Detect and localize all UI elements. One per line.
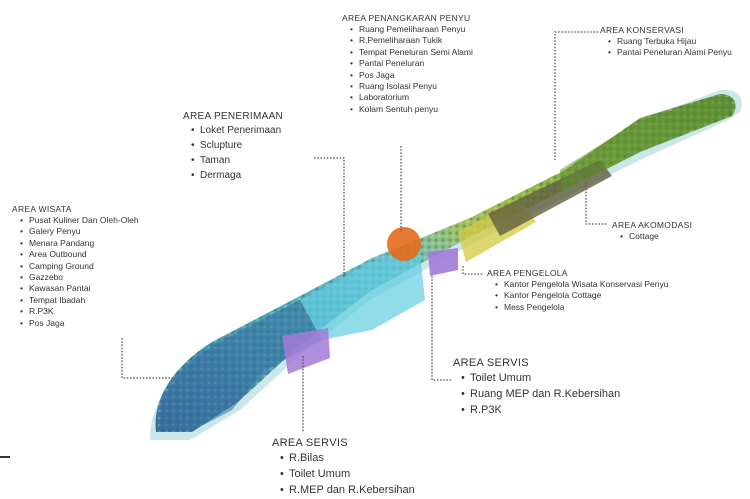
corner-mark [0,456,10,458]
list-item: Taman [191,153,283,168]
area-servis-right-legend: AREA SERVIS Toilet Umum Ruang MEP dan R.… [453,356,620,419]
list-item: Ruang Pemeliharaan Penyu [350,24,508,35]
zone-servis-right [428,248,458,276]
area-penangkaran-title: AREA PENANGKARAN PENYU [342,13,508,24]
list-item: Kantor Pengelola Wisata Konservasi Penyu [495,279,668,290]
leader-wisata [122,338,175,378]
list-item: Pos Jaga [350,70,508,81]
leader-penerimaan [314,158,344,278]
zone-konservasi [560,96,732,192]
area-akomodasi-title: AREA AKOMODASI [612,220,692,231]
list-item: R.P3K [461,402,620,418]
area-konservasi-list: Ruang Terbuka Hijau Pantai Peneluran Ala… [600,36,750,59]
leader-servis-right [432,276,452,380]
zone-penangkaran [387,227,421,261]
list-item: Kantor Pengelola Cottage [495,290,668,301]
list-item: R.Bilas [280,450,415,466]
leader-konservasi [555,32,598,160]
list-item: Tempat Peneluran Semi Alami [350,47,508,58]
area-wisata-legend: AREA WISATA Pusat Kuliner Dan Oleh-Oleh … [12,204,139,329]
list-item: Toilet Umum [461,370,620,386]
area-servis-bottom-legend: AREA SERVIS R.Bilas Toilet Umum R.MEP da… [272,436,415,499]
area-servis-bottom-title: AREA SERVIS [272,436,415,450]
area-servis-right-title: AREA SERVIS [453,356,620,370]
list-item: Tempat Ibadah [20,295,139,306]
list-item: Pantai Peneluran [350,58,508,69]
list-item: R.MEP dan R.Kebersihan [280,482,415,498]
area-servis-right-list: Toilet Umum Ruang MEP dan R.Kebersihan R… [453,370,620,419]
area-akomodasi-legend: AREA AKOMODASI Cottage [612,220,692,242]
list-item: Pos Jaga [20,318,139,329]
leader-pengelola [463,266,483,274]
list-item: Menara Pandang [20,238,139,249]
list-item: Laboratorium [350,92,508,103]
list-item: Area Outbound [20,249,139,260]
area-pengelola-legend: AREA PENGELOLA Kantor Pengelola Wisata K… [487,268,668,313]
area-konservasi-legend: AREA KONSERVASI Ruang Terbuka Hijau Pant… [600,25,750,59]
list-item: Kawasan Pantai [20,283,139,294]
list-item: Sclupture [191,138,283,153]
leader-akomodasi [586,182,608,224]
area-konservasi-title: AREA KONSERVASI [600,25,750,36]
list-item: Camping Ground [20,261,139,272]
area-penerimaan-list: Loket Penerimaan Sclupture Taman Dermaga [183,123,283,183]
zone-servis-bottom [282,328,330,374]
list-item: Gazzebo [20,272,139,283]
list-item: Galery Penyu [20,226,139,237]
area-penangkaran-legend: AREA PENANGKARAN PENYU Ruang Pemeliharaa… [342,13,508,115]
list-item: R.P3K [20,306,139,317]
list-item: Ruang Terbuka Hijau [608,36,750,47]
area-penangkaran-list: Ruang Pemeliharaan Penyu R.Pemeliharaan … [342,24,508,115]
list-item: Pantai Peneluran Alami Penyu [608,47,750,58]
list-item: Loket Penerimaan [191,123,283,138]
list-item: Ruang Isolasi Penyu [350,81,508,92]
list-item: Mess Pengelola [495,302,668,313]
area-pengelola-list: Kantor Pengelola Wisata Konservasi Penyu… [487,279,668,313]
area-wisata-list: Pusat Kuliner Dan Oleh-Oleh Galery Penyu… [12,215,139,329]
list-item: R.Pemeliharaan Tukik [350,35,508,46]
list-item: Toilet Umum [280,466,415,482]
area-servis-bottom-list: R.Bilas Toilet Umum R.MEP dan R.Kebersih… [272,450,415,499]
list-item: Pusat Kuliner Dan Oleh-Oleh [20,215,139,226]
area-akomodasi-list: Cottage [612,231,692,242]
area-penerimaan-title: AREA PENERIMAAN [183,110,283,123]
list-item: Ruang MEP dan R.Kebersihan [461,386,620,402]
area-pengelola-title: AREA PENGELOLA [487,268,668,279]
area-penerimaan-legend: AREA PENERIMAAN Loket Penerimaan Scluptu… [183,110,283,183]
list-item: Kolam Sentuh penyu [350,104,508,115]
list-item: Dermaga [191,168,283,183]
list-item: Cottage [620,231,692,242]
area-wisata-title: AREA WISATA [12,204,139,215]
